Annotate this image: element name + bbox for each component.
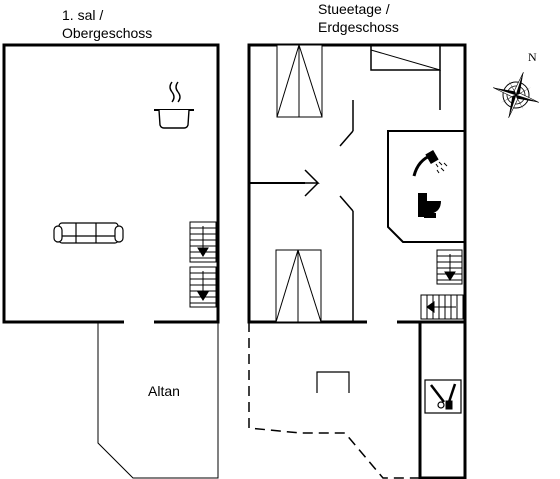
- utility-room: [418, 322, 467, 479]
- bed-icon: [275, 44, 323, 323]
- upper-floor: [2, 43, 220, 324]
- ground-floor: [247, 43, 467, 324]
- stove-pot-icon: [154, 81, 194, 129]
- balcony: [97, 322, 219, 479]
- sofa-icon: [53, 222, 124, 244]
- table-icon: [316, 371, 350, 393]
- stairs-icon: [189, 221, 217, 308]
- compass-rose-icon: [493, 72, 539, 118]
- balcony-label: Altan: [148, 383, 180, 399]
- ground-floor-label-line2: Erdgeschoss: [318, 19, 399, 35]
- upper-floor-label-line1: 1. sal /: [62, 7, 104, 23]
- compass-north-label: N: [528, 50, 537, 64]
- terrace-outline: [248, 322, 420, 479]
- ground-floor-label-line1: Stueetage /: [318, 1, 390, 17]
- toilet-icon: [418, 193, 441, 218]
- shower-icon: [412, 149, 448, 177]
- utility-tools-icon: [424, 379, 462, 414]
- upper-floor-label-line2: Obergeschoss: [62, 25, 153, 41]
- stairs-icon: [420, 249, 464, 320]
